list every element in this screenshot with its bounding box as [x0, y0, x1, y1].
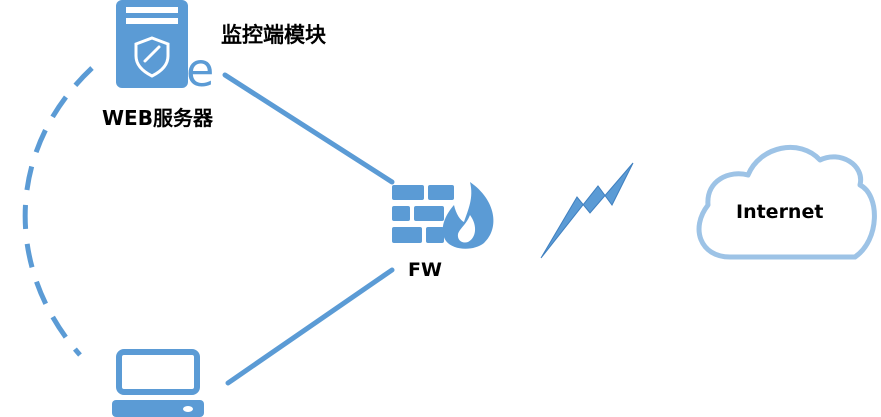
server-to-firewall-link [222, 72, 395, 185]
monitoring-dashed-link [22, 66, 94, 357]
web-server-label: WEB服务器 [102, 106, 213, 130]
server-shield-icon [116, 0, 188, 88]
lightning-bolt-icon [540, 162, 634, 259]
web-badge-letter: e [186, 43, 214, 97]
internet-label: Internet [736, 201, 824, 223]
firewall-flame-icon [392, 182, 494, 249]
laptop-to-firewall-link [225, 267, 395, 386]
cloud-icon [696, 144, 877, 260]
monitor-module-label: 监控端模块 [221, 23, 326, 47]
firewall-label: FW [408, 259, 442, 281]
laptop-icon [112, 349, 204, 417]
